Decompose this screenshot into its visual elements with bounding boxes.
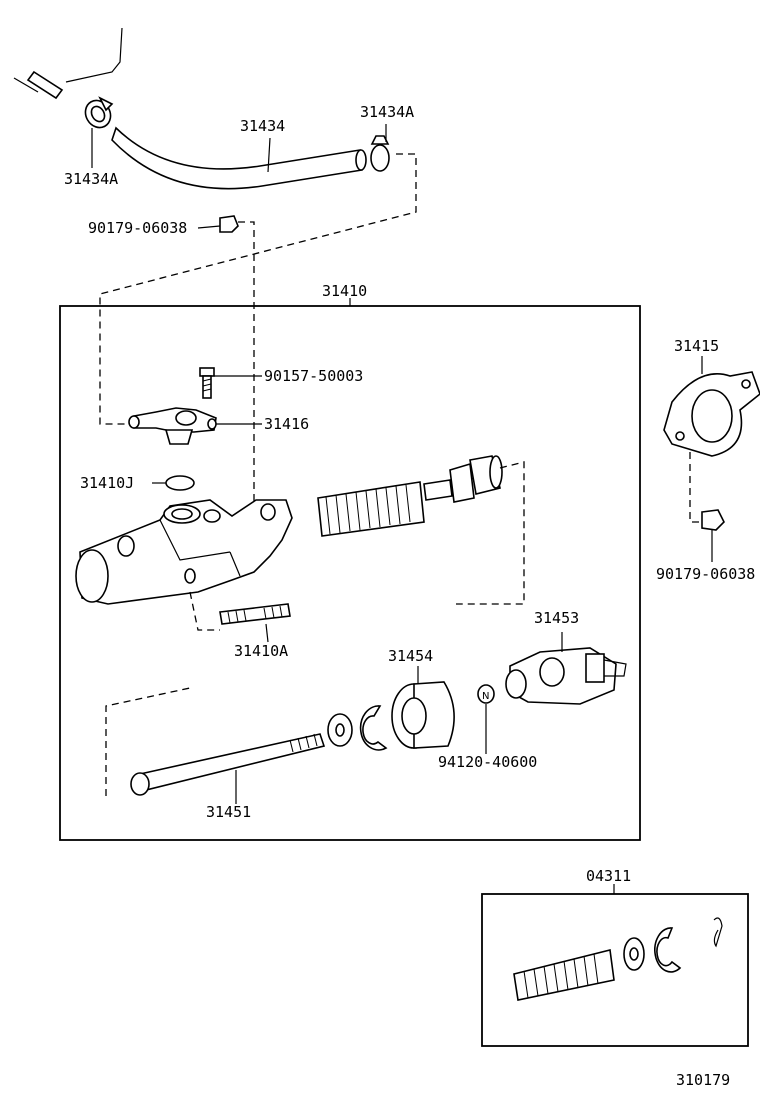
label-push-rod[interactable]: 31451 [206,803,251,821]
label-gasket[interactable]: 31415 [674,337,719,355]
hose-clip-left[interactable] [81,96,116,168]
label-small-nut[interactable]: 94120-40600 [438,753,537,771]
label-stud-bolt[interactable]: 31410A [234,642,288,660]
label-bleeder-plug[interactable]: 90157-50003 [264,367,363,385]
figure-id: 310179 [676,1071,730,1089]
hose-clip-right[interactable] [370,124,390,172]
inlet-union[interactable] [128,407,262,445]
svg-text:N: N [482,691,489,702]
label-o-ring[interactable]: 31410J [80,474,134,492]
clevis[interactable] [505,632,627,705]
repair-kit-parts[interactable] [513,917,723,1001]
label-clevis[interactable]: 31453 [534,609,579,627]
washer-and-snap-ring[interactable] [327,705,388,751]
master-cylinder-body[interactable] [75,499,293,605]
push-rod[interactable] [105,687,326,804]
dashed-connectors-top [99,153,417,508]
o-ring[interactable] [152,475,195,491]
small-nut[interactable]: N [477,684,495,754]
label-master-cylinder-assy[interactable]: 31410 [322,282,367,300]
master-cylinder-box [59,298,641,841]
callout-labels: 31434A 31434 31434A 90179-06038 31410 90… [64,103,755,1089]
label-inlet-union[interactable]: 31416 [264,415,309,433]
label-repair-kit[interactable]: 04311 [586,867,631,885]
reservoir-hose[interactable] [111,126,367,190]
repair-kit-box [481,884,749,1047]
push-rod-boot[interactable] [391,666,455,749]
union-bolt-right[interactable] [701,509,725,562]
piston-spring-assembly[interactable] [317,455,525,605]
label-union-bolt-top[interactable]: 90179-06038 [88,219,187,237]
stud-bolt[interactable] [189,591,291,643]
bleeder-plug[interactable] [199,367,262,399]
label-hose-clip-left[interactable]: 31434A [64,170,118,188]
label-hose-clip-right[interactable]: 31434A [360,103,414,121]
gasket[interactable] [663,356,760,523]
label-hose[interactable]: 31434 [240,117,285,135]
label-push-rod-boot[interactable]: 31454 [388,647,433,665]
union-bolt-top[interactable] [197,215,239,233]
label-union-bolt-right[interactable]: 90179-06038 [656,565,755,583]
vehicle-reference-lines [13,27,123,100]
